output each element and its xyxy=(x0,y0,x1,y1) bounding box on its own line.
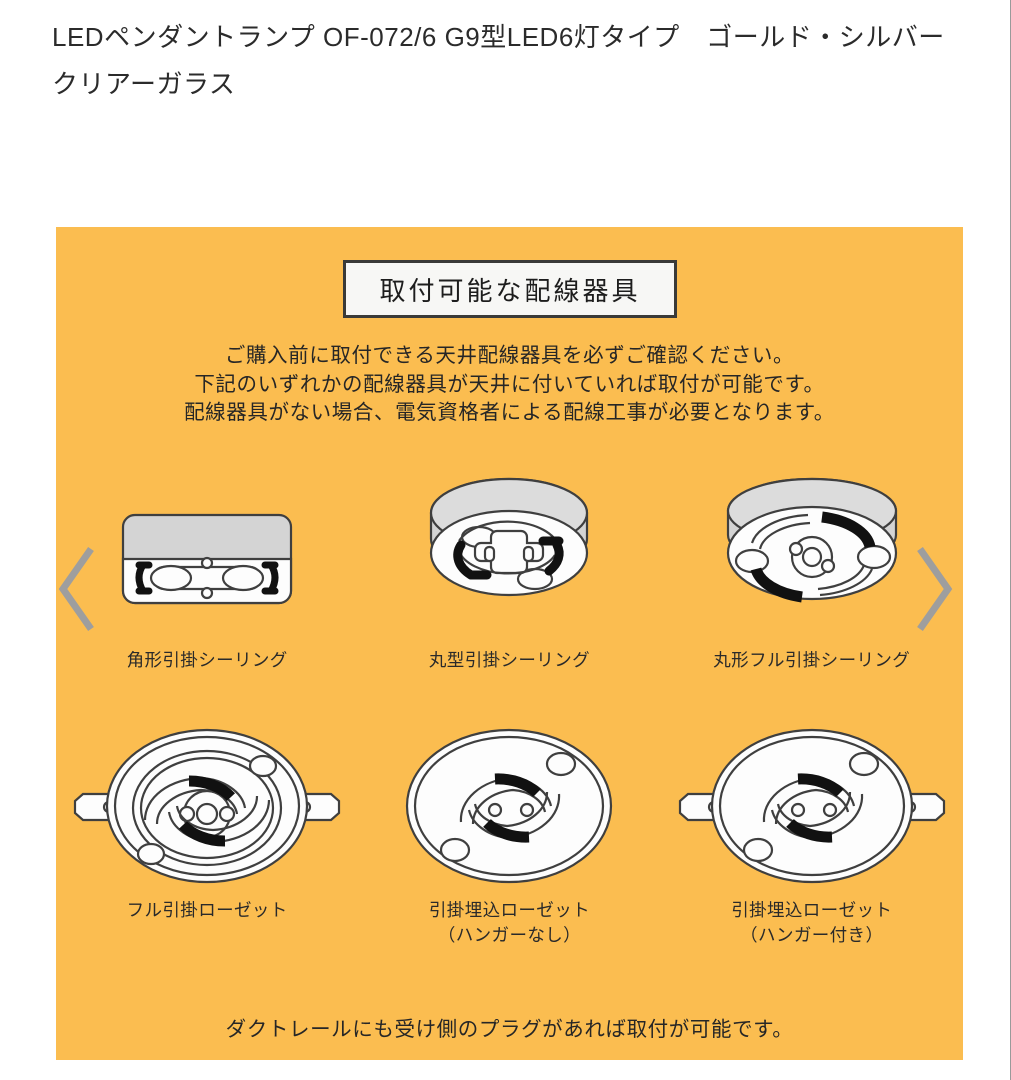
flush-rosette-no-hanger-figure xyxy=(358,714,660,889)
device-caption: 丸形フル引掛シーリング xyxy=(713,648,910,673)
device-grid-row-1: 角形引掛シーリング xyxy=(56,459,963,673)
device-caption-main: フル引掛ローゼット xyxy=(126,900,288,920)
device-caption: 角形引掛シーリング xyxy=(127,648,288,673)
carousel-prev-button[interactable] xyxy=(55,543,101,635)
description-line-3: 配線器具がない場合、電気資格者による配線工事が必要となります。 xyxy=(184,401,835,424)
device-caption-main: 引掛埋込ローゼット xyxy=(731,900,893,920)
description-line-2: 下記のいずれかの配線器具が天井に付いていれば取付が可能です。 xyxy=(194,372,825,396)
device-caption: 引掛埋込ローゼット （ハンガーなし） xyxy=(429,898,590,948)
full-hook-rosette-figure xyxy=(56,714,358,889)
flush-rosette-with-hanger-figure xyxy=(661,714,963,889)
device-caption-sub: （ハンガーなし） xyxy=(437,925,582,945)
round-hook-ceiling-figure xyxy=(358,459,660,639)
device-item-flush-rosette-with-hanger: 引掛埋込ローゼット （ハンガー付き） xyxy=(661,714,963,948)
device-caption-main: 丸型引掛シーリング xyxy=(428,650,590,670)
device-item-square-hook-ceiling: 角形引掛シーリング xyxy=(56,459,358,673)
device-item-full-hook-rosette: フル引掛ローゼット xyxy=(56,714,358,948)
round-full-hook-ceiling-figure xyxy=(661,459,963,639)
carousel-next-button[interactable] xyxy=(910,543,956,635)
panel-description: ご購入前に取付できる天井配線器具を必ずご確認ください。 下記のいずれかの配線器具… xyxy=(56,342,963,428)
device-caption-main: 丸形フル引掛シーリング xyxy=(713,650,911,670)
panel-footer-note: ダクトレールにも受け側のプラグがあれば取付が可能です。 xyxy=(225,1018,794,1041)
panel-header-label: 取付可能な配線器具 xyxy=(379,275,641,306)
device-caption: 引掛埋込ローゼット （ハンガー付き） xyxy=(731,898,892,948)
wiring-device-info-panel: 取付可能な配線器具 ご購入前に取付できる天井配線器具を必ずご確認ください。 下記… xyxy=(56,227,963,1060)
device-caption: 丸型引掛シーリング xyxy=(429,648,590,673)
device-caption: フル引掛ローゼット xyxy=(127,898,288,923)
device-caption-sub: （ハンガー付き） xyxy=(740,925,884,945)
device-caption-main: 引掛埋込ローゼット xyxy=(428,900,590,920)
device-item-round-hook-ceiling: 丸型引掛シーリング xyxy=(358,459,660,673)
panel-header-box: 取付可能な配線器具 xyxy=(343,260,677,318)
chevron-right-icon xyxy=(917,546,953,632)
device-item-round-full-hook-ceiling: 丸形フル引掛シーリング xyxy=(661,459,963,673)
device-grid-row-2: フル引掛ローゼット xyxy=(56,714,963,948)
device-caption-main: 角形引掛シーリング xyxy=(126,650,288,670)
chevron-left-icon xyxy=(58,546,94,632)
page-title: LEDペンダントランプ OF-072/6 G9型LED6灯タイプ ゴールド・シル… xyxy=(52,22,953,99)
device-grid: 角形引掛シーリング xyxy=(56,459,963,948)
square-hook-ceiling-figure xyxy=(56,459,358,639)
description-line-1: ご購入前に取付できる天井配線器具を必ずご確認ください。 xyxy=(224,344,795,367)
device-item-flush-rosette-no-hanger: 引掛埋込ローゼット （ハンガーなし） xyxy=(358,714,660,948)
